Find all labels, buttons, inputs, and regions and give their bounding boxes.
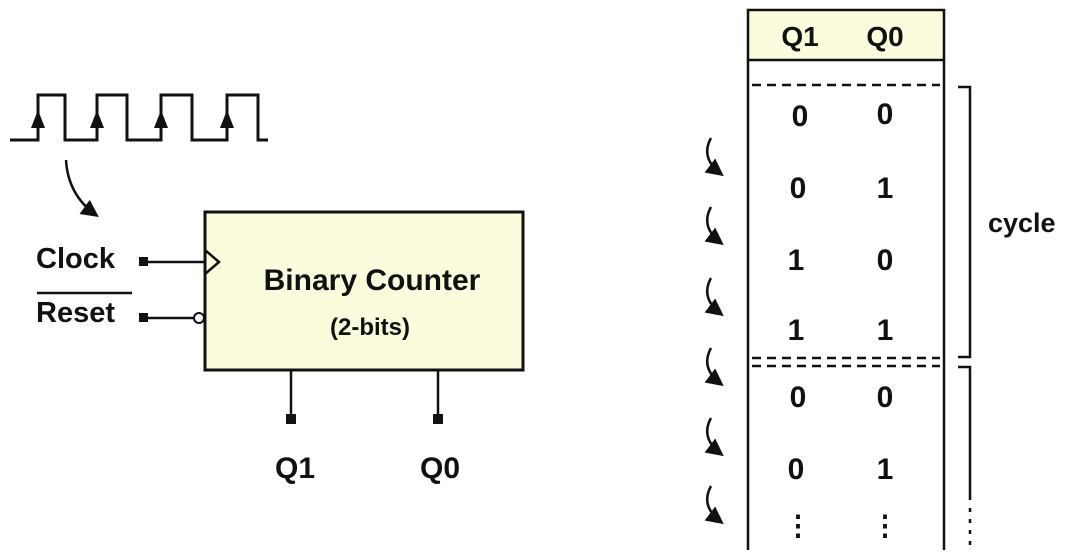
table-cell: 1: [877, 314, 894, 347]
q1-output-label: Q1: [275, 452, 315, 485]
table-cell: 0: [877, 381, 894, 414]
table-cell: 1: [788, 314, 805, 347]
reset-inversion-bubble: [193, 312, 205, 324]
q1-pin: [286, 414, 296, 424]
clock-label: Clock: [36, 243, 116, 275]
transition-arrows: [704, 137, 724, 525]
rising-edge-marker: [31, 110, 45, 128]
table-cell: 0: [790, 172, 807, 205]
transition-arrow-icon: [704, 417, 724, 457]
next-cycle-bracket: [958, 365, 972, 500]
q0-pin: [433, 414, 443, 424]
table-cell: 1: [788, 244, 805, 277]
cycle-bracket: [958, 85, 972, 359]
binary-counter-box: [203, 210, 525, 372]
table-ellipsis: ⋮: [784, 510, 812, 541]
counter-subtitle: (2-bits): [330, 314, 410, 341]
table-header-q0: Q0: [866, 21, 903, 52]
rising-edge-marker: [90, 110, 104, 128]
cycle-label: cycle: [988, 208, 1056, 238]
state-table: Q1 Q0 0 0 0 1 1 0 1 1 0 0 0 1 ⋮ ⋮: [746, 8, 946, 550]
table-header-q1: Q1: [781, 21, 818, 52]
clock-curved-arrow: [64, 159, 99, 218]
q0-output-label: Q0: [420, 452, 460, 485]
table-cell: 0: [790, 381, 807, 414]
table-cell: 1: [877, 453, 894, 486]
clock-waveform: [10, 93, 268, 142]
table-cell: 1: [877, 172, 894, 205]
table-cell: 0: [877, 98, 894, 131]
counter-title: Binary Counter: [264, 264, 481, 297]
rising-edge-marker: [220, 110, 234, 128]
transition-arrow-icon: [704, 485, 724, 525]
transition-arrow-icon: [704, 277, 724, 317]
table-ellipsis: ⋮: [871, 510, 899, 541]
transition-arrow-icon: [704, 347, 724, 387]
transition-arrow-icon: [704, 137, 724, 177]
reset-pin: [139, 313, 148, 322]
table-header-bg: [746, 8, 946, 62]
transition-arrow-icon: [704, 206, 724, 246]
table-cell: 0: [877, 244, 894, 277]
table-cell: 0: [788, 453, 805, 486]
reset-label: Reset: [36, 297, 115, 329]
clock-pin: [139, 257, 148, 266]
rising-edge-marker: [154, 110, 168, 128]
clock-edge-triangle: [204, 249, 221, 275]
table-cell: 0: [792, 100, 809, 133]
